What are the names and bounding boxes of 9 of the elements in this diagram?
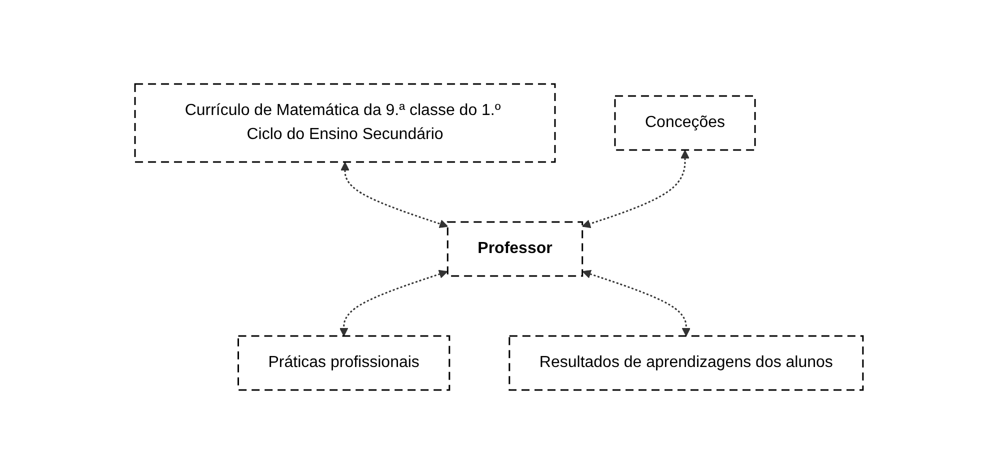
node-box: Currículo de Matemática da 9.ª classe do 1.º Ciclo do Ensino Secundário — [134, 83, 556, 163]
arrow — [582, 270, 691, 336]
node-box: Resultados de aprendizagens dos alunos — [508, 335, 864, 391]
node-box: Práticas profissionais — [238, 335, 450, 391]
node-box: Conceções — [614, 95, 756, 151]
arrow — [582, 150, 690, 228]
arrow — [339, 270, 448, 336]
arrow — [340, 162, 448, 228]
node-box: Professor — [446, 221, 584, 277]
